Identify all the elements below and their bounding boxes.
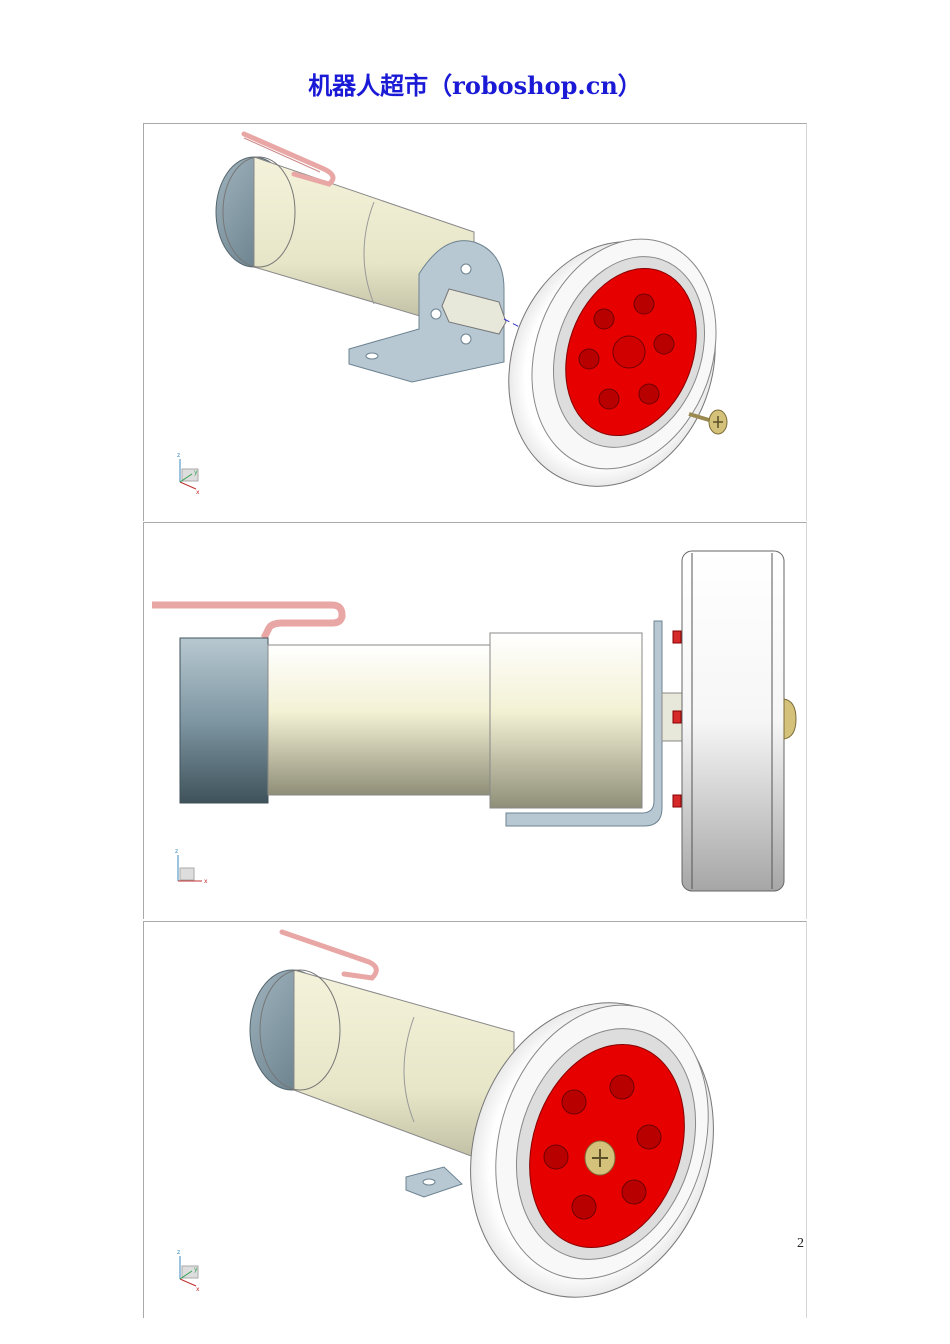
motor-cap	[179, 637, 269, 804]
motor-wheel-exploded-drawing: z y x	[177, 131, 728, 496]
gearbox	[489, 632, 643, 809]
wheel-screw	[584, 1140, 616, 1176]
motor-bracket	[348, 240, 505, 383]
figure-isometric-exploded: z y x	[143, 123, 807, 521]
axis-triad-icon	[177, 855, 202, 882]
motor-bracket	[505, 620, 663, 827]
wheel-screw	[688, 409, 728, 435]
axis-z-label: z	[177, 1249, 180, 1256]
axis-y-label: y	[194, 469, 198, 476]
axis-z-label: z	[177, 452, 180, 459]
page-title: 机器人超市（roboshop.cn）	[308, 71, 642, 100]
motor-wheel-assembled-drawing: z y x	[177, 929, 714, 1298]
motor-body	[267, 644, 491, 796]
axis-x-label: x	[204, 878, 208, 885]
axis-triad-icon	[179, 459, 199, 490]
page-number: 2	[797, 1236, 804, 1251]
hex-coupler	[441, 288, 507, 335]
wheel-screw	[783, 698, 797, 740]
axis-x-label: x	[196, 489, 200, 496]
wire	[241, 131, 336, 187]
axis-triad-icon	[179, 1256, 199, 1287]
wheel-tire	[681, 550, 785, 892]
figure-isometric-assembled: z y x	[143, 921, 807, 1318]
axis-x-label: x	[196, 1286, 200, 1293]
axis-z-label: z	[175, 848, 178, 855]
wire	[279, 929, 379, 981]
motor-wheel-side-drawing: z x	[152, 550, 797, 892]
wire	[152, 601, 346, 640]
figure-side-view: z x	[143, 522, 807, 919]
axis-y-label: y	[194, 1266, 198, 1273]
